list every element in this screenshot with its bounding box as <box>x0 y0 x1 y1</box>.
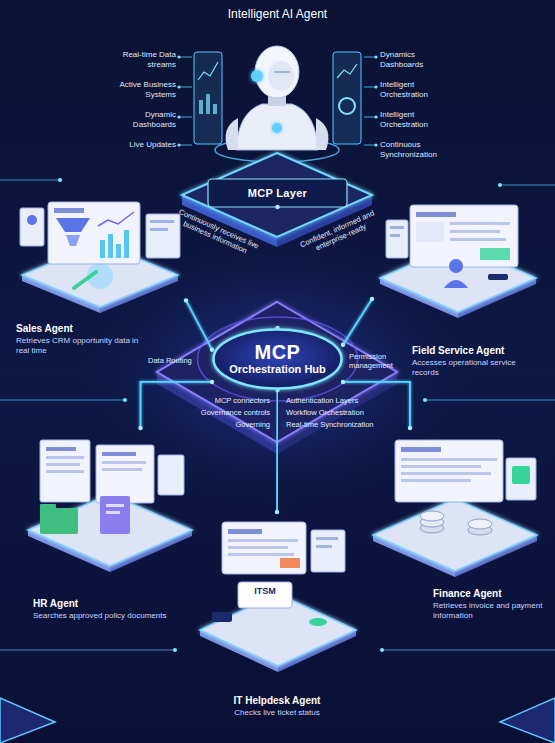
agent-title: HR Agent <box>33 598 183 610</box>
connector-line <box>343 299 372 345</box>
connector-dot <box>275 205 279 209</box>
connector-line <box>186 300 212 349</box>
finance-illustration <box>373 440 537 577</box>
agent-title: Finance Agent <box>433 588 543 600</box>
it-illustration <box>200 522 356 672</box>
feature-label: Dynamic Dashboards <box>108 110 176 129</box>
feature-label: MCP connectors <box>200 396 270 405</box>
panel-label: ITSM <box>240 586 290 597</box>
hologram-panels <box>194 52 361 162</box>
feature-label: Workflow Orchestration <box>286 408 376 417</box>
connector-dot <box>138 426 142 430</box>
agent-title: Field Service Agent <box>412 345 542 357</box>
feature-label: Permission management <box>349 352 399 370</box>
agent-node: HR AgentSearches approved policy documen… <box>18 428 193 623</box>
feature-label: Live Updates <box>108 140 176 150</box>
feature-label: Continuous Synchronization <box>380 140 452 159</box>
connector-dot <box>184 298 188 302</box>
feature-label: Governing <box>200 420 270 429</box>
connector-dot <box>408 426 412 430</box>
feature-label: Active Business Systems <box>108 80 176 99</box>
feature-label: Data Routing <box>148 356 208 365</box>
connector-dot <box>341 343 345 347</box>
connector-dot <box>275 510 279 514</box>
connector-dot <box>370 297 374 301</box>
agent-description: Retrieves CRM opportunity data in real t… <box>16 336 146 356</box>
diagram-title: Intelligent AI Agent <box>0 7 555 21</box>
hub-ellipse-shape <box>214 330 342 389</box>
hub-ellipse: MCPOrchestration Hub <box>212 328 343 390</box>
sales-illustration <box>20 202 180 313</box>
field-illustration <box>380 205 536 318</box>
agent-node: IT Helpdesk AgentChecks live ticket stat… <box>197 512 357 720</box>
layer-box: MCP Layer <box>208 179 347 207</box>
hr-illustration <box>28 440 192 572</box>
connector-line <box>141 382 213 428</box>
layer-title: MCP Layer <box>248 187 307 200</box>
agent-description: Retrieves invoice and payment informatio… <box>433 601 543 621</box>
agent-description: Accesses operational service records <box>412 358 542 378</box>
connector-line <box>276 390 278 512</box>
agent-description: Checks live ticket status <box>201 708 353 718</box>
agent-title: Sales Agent <box>16 323 146 335</box>
feature-label: Intelligent Orchestration <box>380 80 452 99</box>
circuit-lines <box>0 57 555 650</box>
feature-label: Authentication Layers <box>286 396 376 405</box>
agent-node: Field Service AgentAccesses operational … <box>372 200 542 380</box>
feature-label: Dynamics Dashboards <box>380 50 452 69</box>
hub-subtitle: Orchestration Hub <box>229 363 326 376</box>
feature-label: Intelligent Orchestration <box>380 110 452 129</box>
feature-label: Governance controls <box>190 408 270 417</box>
connector-line <box>277 207 279 328</box>
feature-label: Real-time Data streams <box>108 50 176 69</box>
agent-title: IT Helpdesk Agent <box>201 695 353 707</box>
connector-dot <box>341 380 345 384</box>
connector-dot <box>210 380 214 384</box>
agent-node: Finance AgentRetrieves invoice and payme… <box>368 428 543 623</box>
agent-node: Sales AgentRetrieves CRM opportunity dat… <box>14 198 186 358</box>
connector-dot <box>210 348 214 352</box>
feature-label: Real-time Synchronization <box>286 420 386 429</box>
hub-title: MCP <box>255 342 301 363</box>
robot-figure <box>226 46 329 150</box>
agent-description: Searches approved policy documents <box>33 611 183 621</box>
